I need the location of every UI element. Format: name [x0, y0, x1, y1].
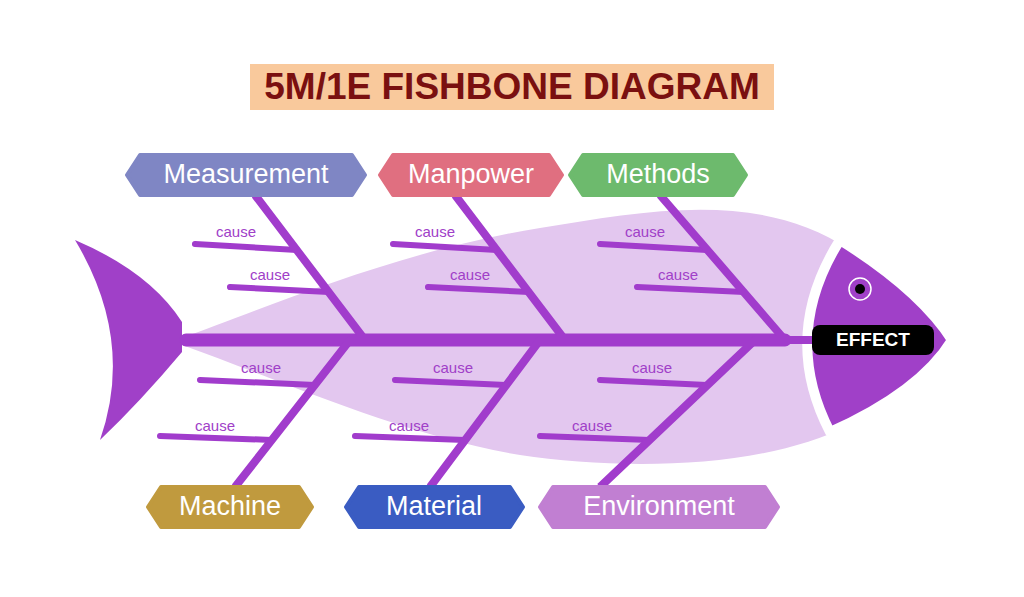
text-holder: Material	[346, 487, 523, 527]
cause-label: cause	[195, 418, 235, 435]
fish-pupil	[855, 284, 865, 294]
tag-outline	[148, 487, 312, 527]
text-holder: Machine	[148, 487, 312, 527]
cause-rib	[195, 244, 297, 250]
category-box: Machine	[148, 487, 312, 527]
cause-rib	[600, 380, 707, 385]
text-holder: Measurement	[127, 155, 365, 195]
category-box: Methods	[570, 155, 746, 195]
diagram-title: 5M/1E FISHBONE DIAGRAM	[250, 64, 773, 111]
cause-label: cause	[658, 267, 698, 284]
fish-bone	[430, 340, 812, 487]
tag-outline	[127, 155, 365, 195]
cause-rib	[355, 436, 465, 440]
fish-eye	[849, 278, 871, 300]
cause-rib	[540, 436, 650, 440]
node-label: EFFECT	[836, 329, 910, 351]
cause-label: cause	[632, 360, 672, 377]
fish-bone	[255, 195, 812, 340]
fish-head	[807, 240, 952, 432]
category-box: Environment	[540, 487, 778, 527]
node-label: Machine	[179, 491, 281, 522]
box-outline	[812, 325, 934, 355]
text-holder: Manpower	[380, 155, 562, 195]
cause-label: cause	[241, 360, 281, 377]
cause-rib	[230, 287, 329, 292]
effect-box: EFFECT	[812, 325, 934, 355]
category-box: Manpower	[380, 155, 562, 195]
node-label: Material	[386, 491, 482, 522]
cause-label: cause	[433, 360, 473, 377]
cause-rib	[160, 436, 272, 440]
cause-rib	[393, 244, 497, 250]
text-holder: Methods	[570, 155, 746, 195]
cause-rib	[637, 287, 744, 292]
tag-outline	[540, 487, 778, 527]
fish-bone	[600, 340, 812, 487]
tag-outline	[380, 155, 562, 195]
cause-rib	[600, 244, 707, 250]
node-label: Manpower	[408, 159, 534, 190]
cause-rib	[200, 380, 315, 385]
node-label: Methods	[606, 159, 710, 190]
category-box: Measurement	[127, 155, 365, 195]
text-holder: EFFECT	[812, 325, 934, 355]
cause-label: cause	[415, 224, 455, 241]
fish-bone	[235, 340, 812, 487]
tag-outline	[570, 155, 746, 195]
text-holder: Environment	[540, 487, 778, 527]
node-label: Measurement	[163, 159, 328, 190]
cause-label: cause	[572, 418, 612, 435]
category-box: Material	[346, 487, 523, 527]
fish-tail	[75, 240, 182, 440]
node-label: Environment	[583, 491, 735, 522]
cause-label: cause	[216, 224, 256, 241]
cause-label: cause	[389, 418, 429, 435]
cause-label: cause	[450, 267, 490, 284]
cause-label: cause	[625, 224, 665, 241]
cause-rib	[428, 287, 529, 292]
cause-label: cause	[250, 267, 290, 284]
cause-rib	[395, 380, 506, 385]
fish-bone	[455, 195, 812, 340]
tag-outline	[346, 487, 523, 527]
